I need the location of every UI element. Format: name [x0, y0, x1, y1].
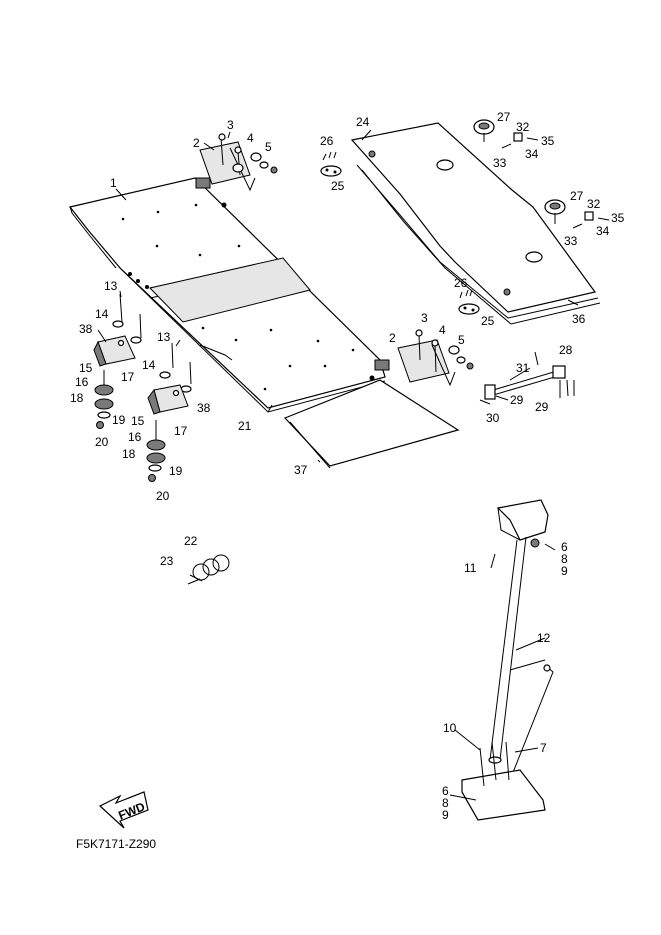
hinge-bracket-upper: [195, 133, 278, 192]
floor-panel-part-1: [68, 177, 386, 413]
callout-8: 8: [561, 552, 568, 566]
callout-32: 32: [587, 197, 601, 211]
callout-4: 4: [247, 131, 254, 145]
callout-3: 3: [227, 118, 234, 132]
diagram-code: F5K7171-Z290: [76, 837, 157, 851]
callout-23: 23: [160, 554, 174, 568]
callout-35: 35: [541, 134, 555, 148]
callout-16: 16: [75, 375, 89, 389]
callout-5: 5: [265, 140, 272, 154]
callout-34: 34: [525, 147, 539, 161]
callout-8: 8: [442, 796, 449, 810]
callout-9: 9: [442, 808, 449, 822]
callout-6: 6: [561, 540, 568, 554]
callout-13: 13: [157, 330, 171, 344]
callout-24: 24: [356, 115, 370, 129]
knob-latch-lower: [544, 199, 610, 229]
callout-28: 28: [559, 343, 573, 357]
lid-panel-part-24: [350, 122, 601, 325]
callout-6: 6: [442, 784, 449, 798]
callout-13: 13: [104, 279, 118, 293]
callout-27: 27: [570, 189, 584, 203]
wire-clips: [187, 554, 230, 585]
callout-4: 4: [439, 323, 446, 337]
floor-mat-part-37: [283, 379, 460, 469]
floor-panel-bolt-holes: [121, 202, 375, 391]
callout-7: 7: [540, 741, 547, 755]
callout-26: 26: [320, 134, 334, 148]
callout-2: 2: [389, 331, 396, 345]
callout-labels: 1 2 3 4 5 26 25 24 27 32 35 33 34 27 32 …: [70, 110, 625, 822]
mount-assembly-left-lower: [146, 342, 192, 482]
callout-25: 25: [331, 179, 345, 193]
support-strut-assembly: [461, 499, 554, 821]
callout-34: 34: [596, 224, 610, 238]
callout-9: 9: [561, 564, 568, 578]
callout-19: 19: [169, 464, 183, 478]
callout-38: 38: [197, 401, 211, 415]
callout-22: 22: [184, 534, 198, 548]
stay-rod-assembly: [479, 365, 575, 405]
callout-30: 30: [486, 411, 500, 425]
callout-11: 11: [464, 561, 477, 575]
callout-1: 1: [110, 176, 117, 190]
callout-14: 14: [95, 307, 109, 321]
callout-26: 26: [454, 276, 468, 290]
callout-33: 33: [493, 156, 507, 170]
hinge-bracket-lower: [374, 329, 474, 387]
callout-31: 31: [516, 361, 530, 375]
callout-3: 3: [421, 311, 428, 325]
callout-2: 2: [193, 136, 200, 150]
callout-29: 29: [535, 400, 549, 414]
callout-15: 15: [79, 361, 93, 375]
callout-16: 16: [128, 430, 142, 444]
callout-38: 38: [79, 322, 93, 336]
latch-clip-upper: [320, 151, 342, 177]
callout-17: 17: [121, 370, 135, 384]
callout-10: 10: [443, 721, 457, 735]
callout-14: 14: [142, 358, 156, 372]
callout-15: 15: [131, 414, 145, 428]
callout-27: 27: [497, 110, 511, 124]
callout-20: 20: [95, 435, 109, 449]
callout-12: 12: [537, 631, 551, 645]
callout-21: 21: [238, 419, 252, 433]
latch-clip-lower: [458, 289, 480, 315]
callout-19: 19: [112, 413, 126, 427]
leader-lines: [97, 129, 579, 801]
callout-32: 32: [516, 120, 530, 134]
callout-18: 18: [122, 447, 136, 461]
callout-36: 36: [572, 312, 586, 326]
callout-17: 17: [174, 424, 188, 438]
callout-35: 35: [611, 211, 625, 225]
callout-29: 29: [510, 393, 524, 407]
callout-20: 20: [156, 489, 170, 503]
callout-37: 37: [294, 463, 308, 477]
mount-assembly-left-upper: [93, 293, 142, 429]
knob-latch-upper: [473, 119, 539, 149]
callout-25: 25: [481, 314, 495, 328]
callout-5: 5: [458, 333, 465, 347]
callout-18: 18: [70, 391, 84, 405]
callout-33: 33: [564, 234, 578, 248]
fwd-arrow-icon: FWD: [98, 791, 149, 829]
